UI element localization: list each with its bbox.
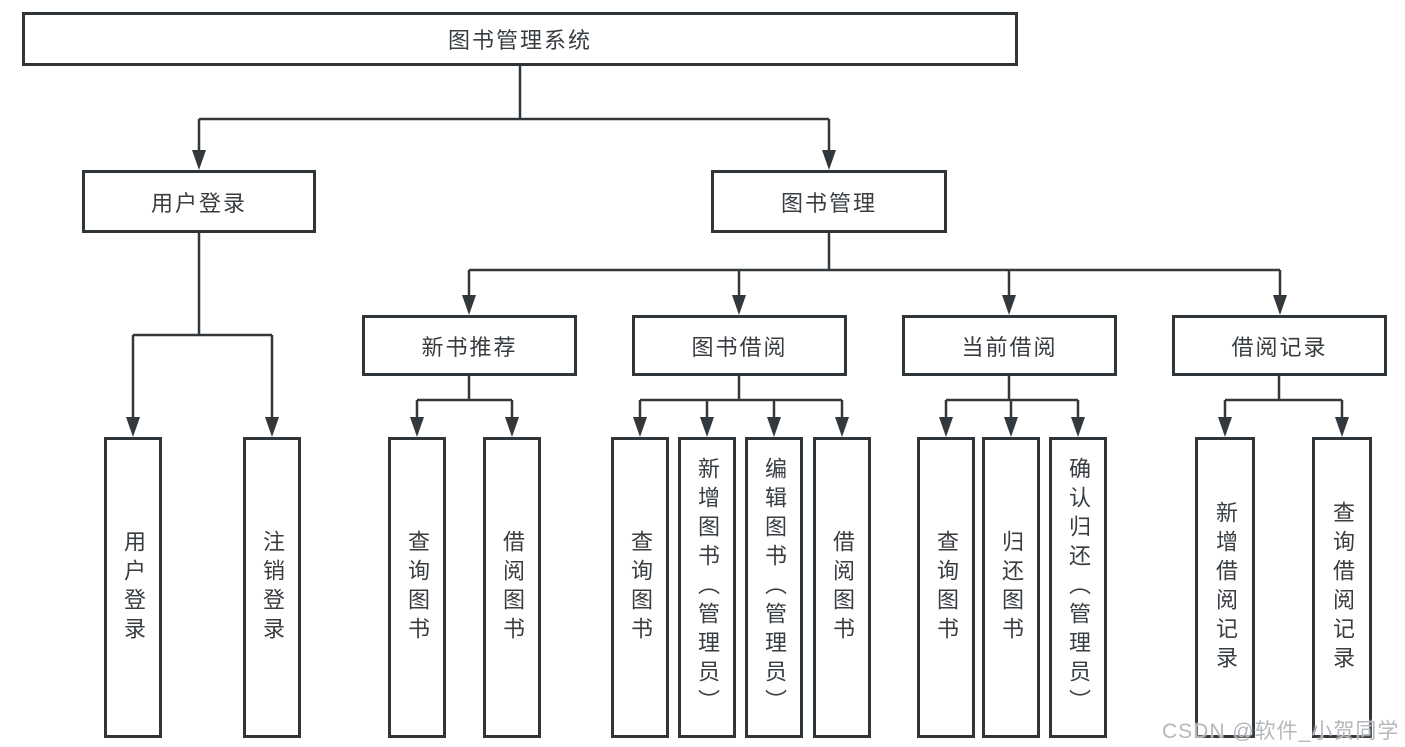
leaf-return-books: 归还图书 (982, 437, 1040, 738)
node-label: 借阅记录 (1231, 334, 1328, 360)
node-label: 图书管理系统 (447, 28, 592, 53)
arrowheads (126, 150, 1349, 437)
node-label: 当前借阅 (961, 334, 1058, 360)
node-label: 用户登录 (150, 190, 247, 216)
node-new-book-recommendation: 新书推荐 (362, 315, 577, 376)
leaf-borrow-books-recommendation: 借阅图书 (483, 437, 541, 738)
leaf-add-borrow-record: 新增借阅记录 (1195, 437, 1255, 738)
node-label: 查询图书 (405, 529, 430, 646)
leaf-confirm-return-admin: 确认归还（管理员） (1049, 437, 1107, 738)
node-label: 查询图书 (934, 529, 959, 646)
leaf-user-login: 用户登录 (104, 437, 162, 738)
leaf-add-books-admin: 新增图书（管理员） (678, 437, 736, 738)
node-borrowing-records: 借阅记录 (1172, 315, 1387, 376)
leaf-query-books-borrowing: 查询图书 (611, 437, 669, 738)
node-current-borrowing: 当前借阅 (902, 315, 1117, 376)
node-book-borrowing: 图书借阅 (632, 315, 847, 376)
node-label: 确认归还（管理员） (1066, 457, 1091, 718)
leaf-query-borrow-record: 查询借阅记录 (1312, 437, 1372, 738)
node-label: 编辑图书（管理员） (762, 457, 787, 718)
node-label: 新增借阅记录 (1213, 500, 1238, 675)
node-label: 查询借阅记录 (1330, 500, 1355, 675)
leaf-query-books-recommendation: 查询图书 (388, 437, 446, 738)
csdn-watermark: CSDN @软件_小贺同学 (1162, 720, 1400, 743)
node-book-management-system: 图书管理系统 (22, 12, 1018, 66)
node-label: 用户登录 (121, 529, 146, 646)
node-label: 新书推荐 (421, 334, 518, 360)
leaf-query-books-current: 查询图书 (917, 437, 975, 738)
node-book-management: 图书管理 (711, 170, 947, 233)
node-label: 图书借阅 (691, 334, 788, 360)
node-label: 图书管理 (780, 190, 877, 216)
leaf-borrow-books-borrowing: 借阅图书 (813, 437, 871, 738)
node-label: 归还图书 (999, 529, 1024, 646)
node-label: 注销登录 (260, 529, 285, 646)
node-label: 新增图书（管理员） (695, 457, 720, 718)
leaf-edit-books-admin: 编辑图书（管理员） (745, 437, 803, 738)
node-user-login: 用户登录 (82, 170, 316, 233)
leaf-logout: 注销登录 (243, 437, 301, 738)
node-label: 借阅图书 (830, 529, 855, 646)
node-label: 借阅图书 (500, 529, 525, 646)
node-label: 查询图书 (628, 529, 653, 646)
